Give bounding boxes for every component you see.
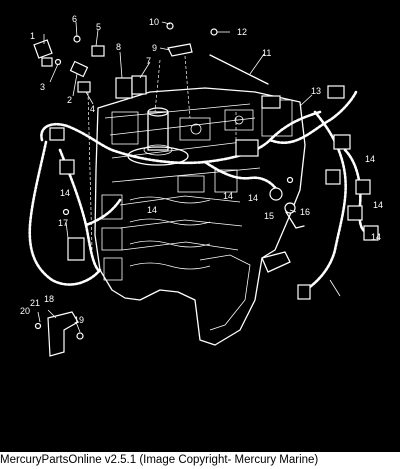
connectors	[33, 22, 379, 357]
callout-label-14b: 14	[373, 200, 383, 210]
callout-label-9: 9	[152, 43, 157, 53]
engine-wiring-harness-diagram: 1 2 3 4 5 6 7 8 9 10 11 12 13 14 14 14 1…	[20, 14, 383, 357]
callout-label-17: 17	[58, 218, 68, 228]
copyright-footer: MercuryPartsOnline v2.5.1 (Image Copyrig…	[0, 452, 400, 469]
callout-label-14c: 14	[371, 232, 381, 242]
callout-label-2: 2	[67, 95, 72, 105]
leader-lines	[37, 21, 341, 333]
callout-label-11: 11	[262, 48, 271, 58]
callout-label-3: 3	[40, 82, 45, 92]
callout-label-10: 10	[149, 17, 159, 27]
callout-label-14d: 14	[60, 188, 70, 198]
callout-label-7: 7	[146, 56, 151, 66]
callout-label-14e: 14	[147, 205, 157, 215]
callout-label-20: 20	[20, 306, 30, 316]
callout-label-13: 13	[311, 86, 321, 96]
callout-label-8: 8	[116, 42, 121, 52]
callout-labels: 1 2 3 4 5 6 7 8 9 10 11 12 13 14 14 14 1…	[20, 14, 383, 325]
callout-label-6: 6	[72, 14, 77, 24]
callout-label-14f: 14	[223, 191, 233, 201]
callout-label-1: 1	[30, 31, 35, 41]
callout-label-15: 15	[264, 211, 274, 221]
callout-label-19: 19	[74, 315, 84, 325]
engine-block	[94, 87, 306, 346]
callout-label-14a: 14	[365, 154, 375, 164]
callout-label-18: 18	[44, 294, 54, 304]
callout-label-14g: 14	[248, 193, 258, 203]
callout-label-5: 5	[96, 22, 101, 32]
callout-label-16: 16	[300, 207, 310, 217]
callout-label-4: 4	[90, 104, 95, 114]
callout-label-21: 21	[30, 298, 40, 308]
callout-label-12: 12	[237, 27, 247, 37]
